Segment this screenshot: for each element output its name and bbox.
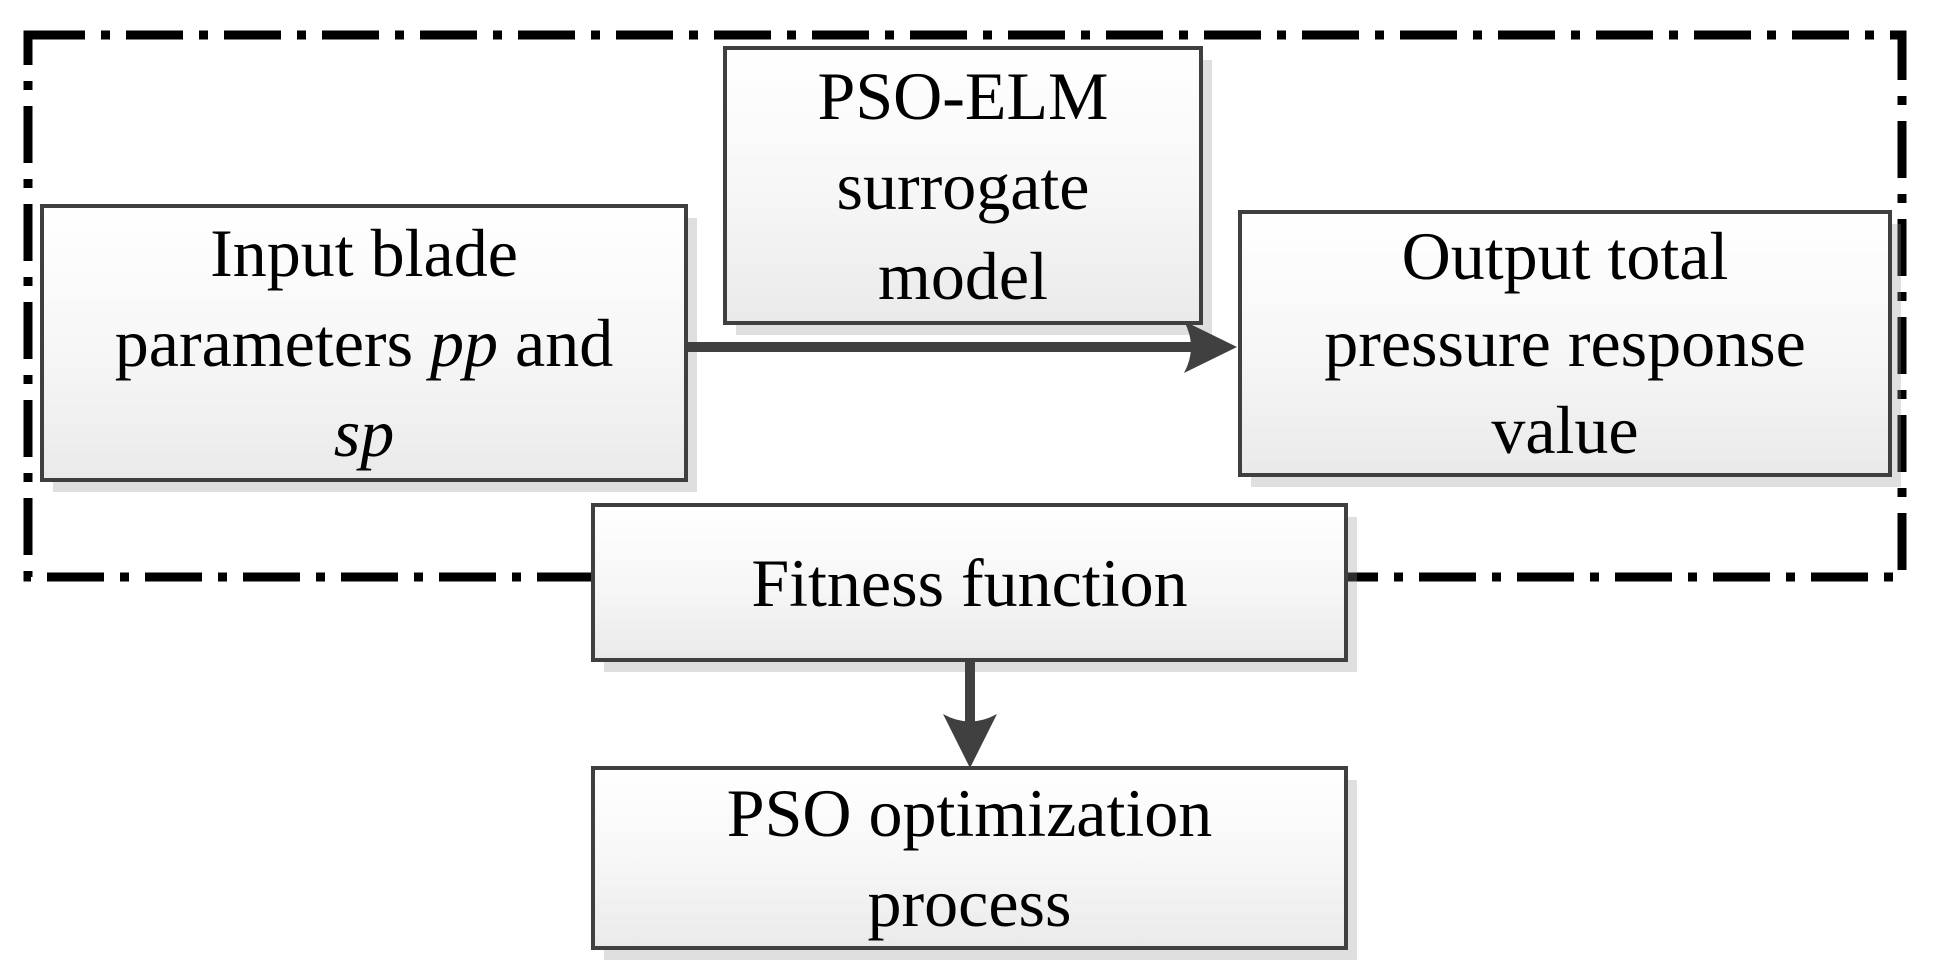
box-text: and bbox=[498, 305, 614, 381]
box-text-line: sp bbox=[334, 388, 394, 478]
box-text-line: PSO optimization bbox=[726, 775, 1213, 851]
pso-elm-surrogate-model-box: PSO-ELM surrogate model bbox=[723, 46, 1203, 325]
pso-optimization-process-box: PSO optimization process bbox=[591, 766, 1348, 950]
box-text-line: parameters pp and bbox=[115, 298, 613, 388]
dashdot-border-rect bbox=[23, 30, 1907, 582]
box-text: Input blade bbox=[210, 215, 518, 291]
box-text-line: process bbox=[867, 865, 1072, 941]
box-text-line: surrogate bbox=[836, 147, 1090, 224]
box-text-italic: pp bbox=[430, 305, 499, 381]
box-text-line: PSO-ELM bbox=[817, 57, 1109, 134]
output-total-pressure-box: Output total pressure response value bbox=[1238, 210, 1892, 477]
box-text-line: Input blade bbox=[210, 208, 518, 298]
box-text: parameters bbox=[114, 305, 431, 381]
fitness-function-box: Fitness function bbox=[591, 503, 1348, 662]
box-text-line: Output total bbox=[1401, 218, 1729, 294]
box-text-line: Fitness function bbox=[751, 544, 1188, 621]
box-text-line: value bbox=[1491, 392, 1639, 468]
input-blade-parameters-box: Input blade parameters pp and sp bbox=[40, 204, 688, 482]
box-text-italic: sp bbox=[333, 395, 395, 471]
box-text-line: model bbox=[878, 237, 1048, 314]
box-text-line: pressure response bbox=[1324, 305, 1806, 381]
